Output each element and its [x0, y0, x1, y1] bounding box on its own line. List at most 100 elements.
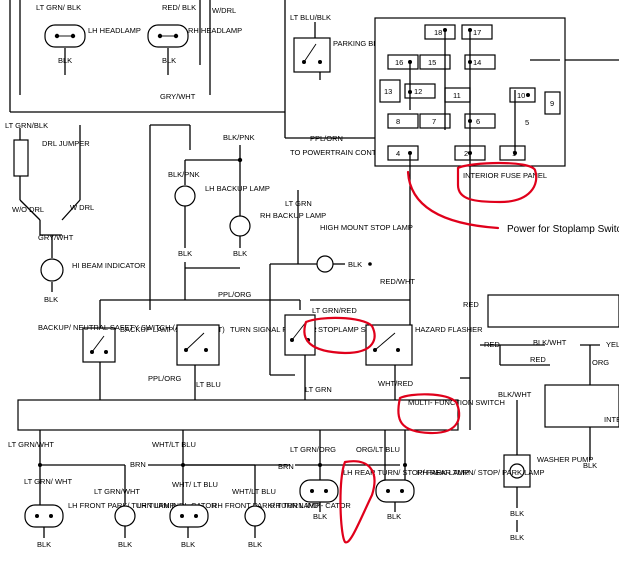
rh-turn-blk: BLK: [248, 540, 262, 549]
lh-rear-lamp: LH REAR TURN/ STOP/ PARK LAMP BLK: [299, 468, 469, 521]
ppl-org-label: PPL/ORG: [218, 290, 252, 299]
fuse-15: 15: [428, 58, 436, 67]
washer-blk-2: BLK: [510, 533, 524, 542]
stoplamp-circle: [303, 316, 376, 355]
drl-jumper-label: DRL JUMPER: [42, 139, 90, 148]
rh-headlamp-label: RH HEADLAMP: [188, 26, 242, 35]
lt-grn-wht-1-label: LT GRN/WHT: [8, 440, 54, 449]
lh-turn-blk: BLK: [118, 540, 132, 549]
fuse-17: 17: [473, 28, 481, 37]
lh-front-label: LH FRONT PARK/ TURN LAMP: [68, 501, 175, 510]
lt-grn-red-label: LT GRN/RED: [312, 306, 357, 315]
fuse-14: 14: [473, 58, 481, 67]
brn-label: BRN: [130, 460, 146, 469]
gry-wht-2-label: GRY/WHT: [38, 233, 74, 242]
hi-beam-label: HI BEAM INDICATOR: [72, 261, 146, 270]
rh-backup-label: RH BACKUP LAMP: [260, 211, 326, 220]
lh-rear-blk: BLK: [313, 512, 327, 521]
rh-rear-label: RH REAR TURN/ STOP/ PARK LAMP: [417, 468, 545, 477]
rh-turn-ind-label: RH TURN INDI- CATOR: [270, 501, 351, 510]
fuse-6: 6: [476, 117, 480, 126]
brn-2-label: BRN: [278, 462, 294, 471]
to-pcm-label: TO POWERTRAIN CONTROL MODULE: [290, 148, 426, 157]
w-o-drl-label: W/O DRL: [12, 205, 44, 214]
rh-front-blk: BLK: [181, 540, 195, 549]
lt-grn-blk-top-label: LT GRN/ BLK: [36, 3, 81, 12]
fuse-13: 13: [384, 87, 392, 96]
washer-blk-1: BLK: [510, 509, 524, 518]
mid-wires: PPL/ORG RED/WHT LT GRN/RED: [99, 277, 415, 330]
rh-headlamp-blk: BLK: [162, 56, 176, 65]
lh-backup-blk: BLK: [178, 249, 192, 258]
ppl-org-2-label: PPL/ORG: [148, 374, 182, 383]
ppl-orn-label: PPL/ORN: [310, 134, 343, 143]
fuse-5: 5: [525, 118, 529, 127]
lt-grn-2-label: LT GRN: [305, 385, 332, 394]
bottom-wires: LT GRN/WHT LT GRN/ WHT LT GRN/WHT BRN BR…: [8, 430, 407, 505]
wht-lt-blu-3-label: WHT/LT BLU: [232, 487, 276, 496]
red-annotations: [303, 161, 538, 544]
lt-blu-blk-label: LT BLU/BLK: [290, 13, 331, 22]
fuse-8: 8: [396, 117, 400, 126]
rh-rear-blk: BLK: [387, 512, 401, 521]
lt-grn-blk-left-label: LT GRN/BLK: [5, 121, 48, 130]
inte-gov-label: INTE GOV: [604, 415, 619, 424]
fuse-12: 12: [414, 87, 422, 96]
fuse-7: 7: [432, 117, 436, 126]
multi-function-switch: MULTI- FUNCTION SWITCH: [17, 398, 505, 431]
lh-backup-label: LH BACKUP LAMP: [205, 184, 270, 193]
wht-red-label: WHT/RED: [378, 379, 414, 388]
fuse-16: 16: [395, 58, 403, 67]
fuse-panel-circle: [456, 161, 538, 204]
lt-grn-wht-2-label: LT GRN/ WHT: [24, 477, 72, 486]
wht-lt-blu-2-label: WHT/ LT BLU: [172, 480, 218, 489]
drl-jumper: DRL JUMPER W/O DRL W DRL GRY/WHT HI BEAM…: [12, 139, 146, 304]
right-section: RED RED RED BLK/WHT YEL ORG BLK/WHT INTE…: [460, 294, 619, 542]
wht-lt-blu-1-label: WHT/LT BLU: [152, 440, 196, 449]
lh-headlamp: LH HEADLAMP LT GRN/ BLK BLK: [36, 3, 141, 65]
red-2-label: RED: [484, 340, 500, 349]
org-label: ORG: [592, 358, 609, 367]
red-wht-label: RED/WHT: [380, 277, 415, 286]
backup-lamp-switch-label: BACKUP LAMP SWITCH (M/T): [120, 325, 225, 334]
washer-pump-label: WASHER PUMP: [537, 455, 593, 464]
turn-signal-flasher: TURN SIGNAL FLASHER LT BLU: [176, 324, 317, 400]
blk-wht-2-label: BLK/WHT: [498, 390, 532, 399]
fuse4-pointer: [406, 170, 500, 230]
interior-fuse-panel-label: INTERIOR FUSE PANEL: [463, 171, 547, 180]
rh-front-lamp: RH FRONT PARK/ TURN LAMP BLK: [169, 501, 320, 549]
w-drl-label: W DRL: [70, 203, 94, 212]
org-lt-blu-label: ORG/LT BLU: [356, 445, 400, 454]
red-blk-top-label: RED/ BLK: [162, 3, 196, 12]
hi-beam-blk: BLK: [44, 295, 58, 304]
high-mount-label: HIGH MOUNT STOP LAMP: [320, 223, 413, 232]
interior-fuse-panel: 18 17 16 15 14 13 12 11 10 9 8 7 6 5 4 2…: [374, 17, 619, 430]
lh-front-lamp: LH FRONT PARK/ TURN LAMP BLK: [24, 501, 175, 549]
lt-blu-label: LT BLU: [196, 380, 221, 389]
lt-grn-org-label: LT GRN/ORG: [290, 445, 336, 454]
lh-rear-label: LH REAR TURN/ STOP/ PARK LAMP: [343, 468, 469, 477]
blk-pnk-2-label: BLK/PNK: [168, 170, 200, 179]
hazard-flasher-label: HAZARD FLASHER: [415, 325, 483, 334]
rh-rear-lamp: RH REAR TURN/ STOP/ PARK LAMP BLK: [375, 468, 545, 521]
backup-lamps: BLK/PNK BLK/PNK LH BACKUP LAMP BLK RH BA…: [168, 133, 326, 300]
rh-backup-blk: BLK: [233, 249, 247, 258]
backup-neutral-label: BACKUP/ NEUTRAL SAFETY SWITCH (A/T): [38, 323, 190, 332]
fuse-10: 10: [517, 91, 525, 100]
lh-front-blk: BLK: [37, 540, 51, 549]
multi-function-circle: [397, 393, 461, 435]
backup-lamp-switch: BACKUP LAMP SWITCH (M/T) PPL/ORG: [120, 325, 225, 383]
fuse-9: 9: [550, 99, 554, 108]
yel-label: YEL: [606, 340, 619, 349]
stoplamp-switch-label: STOPLAMP SWITCH: [318, 325, 390, 334]
power-note: Power for Stoplamp Switch (Fuse #4): [507, 224, 619, 235]
fuse-4: 4: [396, 149, 400, 158]
rh-turn-indicator: RH TURN INDI- CATOR BLK: [244, 501, 351, 549]
red-label: RED: [463, 300, 479, 309]
gov-blk: BLK: [583, 461, 597, 470]
w-drl-top-label: W/DRL: [212, 6, 236, 15]
hazard-flasher: HAZARD FLASHER WHT/RED: [365, 324, 483, 400]
lh-headlamp-blk: BLK: [58, 56, 72, 65]
red-3-label: RED: [530, 355, 546, 364]
